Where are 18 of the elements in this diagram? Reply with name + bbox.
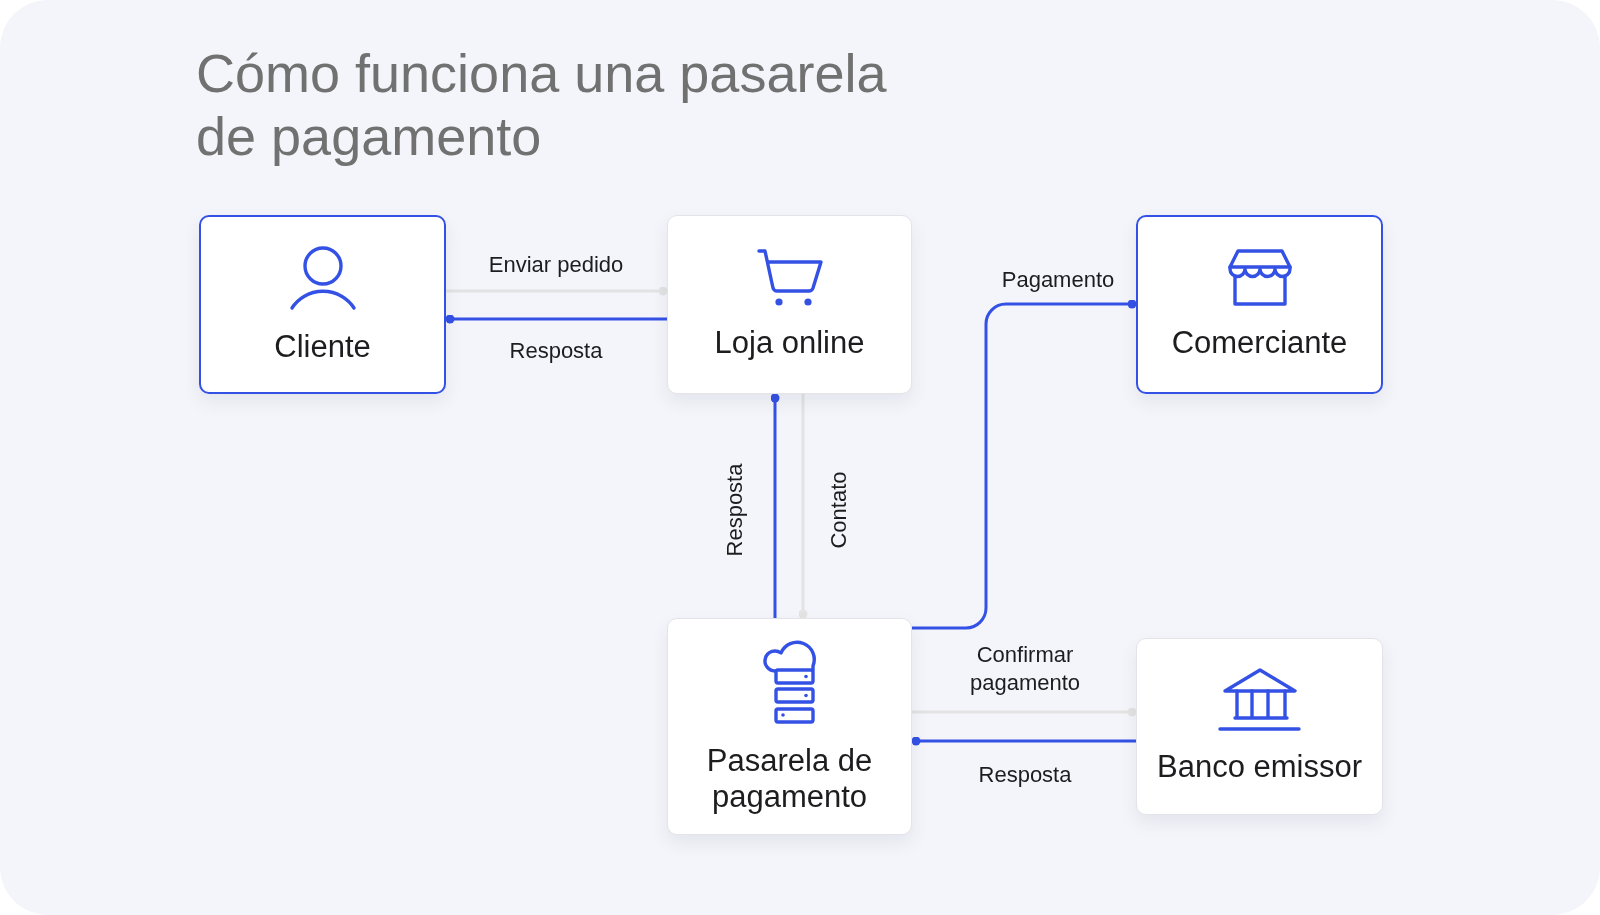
process-box: [667, 215, 912, 394]
connector: [446, 286, 668, 296]
node-label: Cliente: [274, 328, 371, 365]
node-label: Pasarela de pagamento: [705, 742, 874, 815]
node-label: Loja online: [714, 324, 865, 361]
connector: [911, 736, 1136, 746]
diagram-title: Cómo funciona una pasarela de pagamento: [196, 42, 888, 168]
process-box: [1136, 215, 1383, 394]
connector: [912, 299, 1137, 630]
process-box: [199, 215, 446, 394]
connector: [912, 707, 1137, 717]
node-label: Comerciante: [1171, 324, 1348, 361]
connector: [798, 394, 808, 619]
connector: [770, 393, 780, 618]
connector: [445, 314, 667, 324]
process-box: [667, 618, 912, 835]
node-label: Banco emissor: [1157, 749, 1362, 785]
process-box: [1136, 638, 1383, 815]
